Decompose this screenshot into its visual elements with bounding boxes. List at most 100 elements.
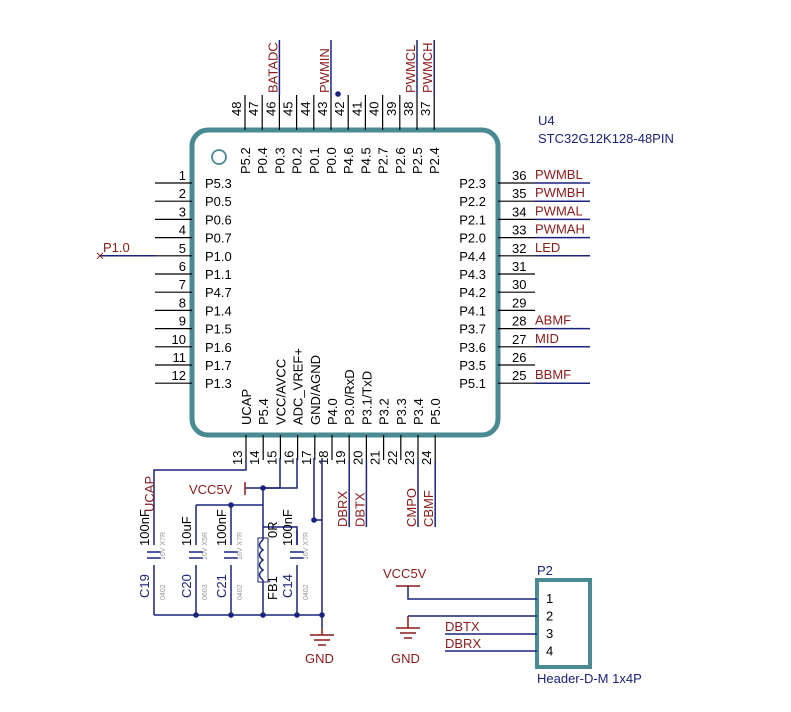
pin-number: 47 [246, 102, 261, 116]
pin-name: P5.4 [256, 398, 271, 425]
net-label: LED [535, 240, 560, 255]
cap-ref: C14 [280, 574, 295, 598]
pin-name: P1.6 [205, 340, 232, 355]
cap-spec: 16V X7R [237, 532, 244, 560]
pin-name: P3.3 [394, 398, 409, 425]
pin-number: 44 [298, 102, 313, 116]
pin-number: 11 [173, 350, 187, 365]
pin-name: P5.2 [238, 147, 253, 174]
pin-name: P0.5 [205, 194, 232, 209]
ic-body [189, 127, 501, 438]
pin-number: 43 [315, 102, 330, 116]
pin-number: 7 [179, 277, 186, 292]
net-label: BATADC [265, 42, 280, 93]
pin-name: P4.5 [358, 147, 373, 174]
header-vcc-label: VCC5V [383, 566, 427, 581]
pin-name: P3.2 [377, 398, 392, 425]
net-label: CBMF [421, 490, 436, 527]
cap-spec: 16V X7R [303, 532, 310, 560]
pin-number: 6 [179, 259, 186, 274]
pin-number: 13 [230, 451, 245, 465]
pin-name: P1.3 [205, 376, 232, 391]
net-label: PWMCH [420, 42, 435, 93]
pin-number: 40 [367, 102, 382, 116]
pin-number: 4 [179, 223, 186, 238]
pin-number: 36 [512, 168, 526, 183]
pin-number: 18 [316, 451, 331, 465]
pin-name: P5.3 [205, 176, 232, 191]
vcc5v-label: VCC5V [189, 482, 233, 497]
ucap-net-label: UCAP [142, 476, 157, 512]
pin-name: P2.5 [410, 147, 425, 174]
pin-name: P3.6 [459, 340, 486, 355]
pin-number: 22 [385, 451, 400, 465]
pin-name: P5.1 [459, 376, 486, 391]
pin-name: P1.0 [205, 249, 232, 264]
net-label: P1.0 [103, 240, 130, 255]
pin-number: 41 [349, 102, 364, 116]
cap-ref: C19 [137, 574, 152, 598]
pin-name: P0.7 [205, 231, 232, 246]
pin-number: 21 [368, 451, 383, 465]
pin-name: P4.2 [459, 285, 486, 300]
pin-number: 2 [179, 186, 186, 201]
fb1-value: 0R [265, 521, 280, 538]
pin-number: 35 [512, 186, 526, 201]
cap-ref: C21 [214, 574, 229, 598]
pin-number: 34 [512, 204, 526, 219]
pin-name: P5.0 [428, 398, 443, 425]
header-part: Header-D-M 1x4P [537, 671, 642, 686]
pin-number: 12 [172, 368, 186, 383]
net-label: PWMBL [535, 167, 583, 182]
pin-name: GND/AGND [308, 355, 323, 425]
cap-package: 0402 [237, 584, 244, 600]
header-pin-number: 3 [546, 626, 553, 641]
ferrite-bead-fb1: FB1 0R [257, 521, 280, 600]
pin-number: 10 [172, 332, 186, 347]
header-pin-number: 4 [546, 644, 553, 659]
header-ref: P2 [537, 563, 553, 578]
pin-name: ADC_VREF+ [291, 348, 306, 425]
pin-number: 16 [282, 451, 297, 465]
pin-number: 42 [332, 102, 347, 116]
net-label: CMPO [404, 488, 419, 527]
header-pin-number: 1 [546, 591, 553, 606]
pin-number: 5 [179, 241, 186, 256]
pin-number: 32 [512, 241, 526, 256]
pin-name: P2.1 [459, 212, 486, 227]
net-label: BBMF [535, 367, 571, 382]
net-label: MID [535, 331, 559, 346]
pin-number: 25 [512, 368, 526, 383]
pin-name: P4.4 [459, 249, 486, 264]
pin-name: P0.2 [290, 147, 305, 174]
pin-name: P2.4 [427, 147, 442, 174]
net-label: PWMAH [535, 222, 585, 237]
pin-name: VCC/AVCC [273, 359, 288, 425]
ic-pins: 1P5.32P0.53P0.64P0.75P1.06P1.17P4.78P1.4… [155, 95, 535, 465]
cap-value: 100nF [214, 509, 229, 546]
pin-name: P2.0 [459, 231, 486, 246]
ic-part-name: STC32G12K128-48PIN [538, 131, 674, 146]
pin-name: P2.6 [393, 147, 408, 174]
pin-name: P4.0 [325, 398, 340, 425]
pin-name: P0.3 [272, 147, 287, 174]
gnd-symbol-ic [310, 628, 334, 646]
pin-number: 17 [299, 451, 314, 465]
pin-number: 37 [418, 102, 433, 116]
pin-number: 19 [333, 451, 348, 465]
net-label: PWMIN [317, 48, 332, 93]
ic-designator: U4 [538, 113, 555, 128]
pin-number: 28 [512, 314, 526, 329]
pin-number: 27 [512, 332, 526, 347]
pin-number: 3 [179, 204, 186, 219]
pin-name: P0.4 [255, 147, 270, 174]
net-label: PWMAL [535, 203, 583, 218]
pin-name: P4.7 [205, 285, 232, 300]
pin-number: 20 [350, 451, 365, 465]
pin-name: UCAP [239, 389, 254, 425]
pin-number: 45 [281, 102, 296, 116]
pin-number: 30 [512, 277, 526, 292]
